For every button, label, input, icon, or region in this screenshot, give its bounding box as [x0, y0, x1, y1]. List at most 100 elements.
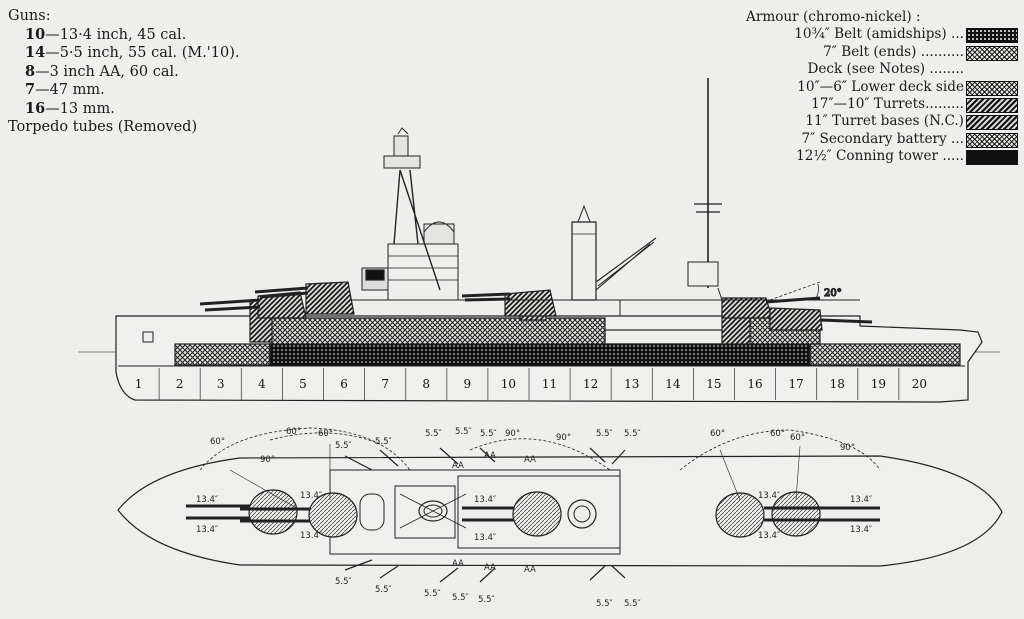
gun-count: 14 [25, 44, 46, 62]
side-profile: 20° [78, 78, 1000, 403]
elevation-label: 20° [824, 288, 842, 299]
gun-row: 16—13 mm. [8, 100, 240, 119]
plan-label: 5.5″ [425, 429, 442, 439]
section-number: 7 [381, 377, 389, 391]
section-number: 16 [747, 377, 762, 391]
armour-label: 10¾″ Belt (amidships) ... [794, 26, 964, 43]
plan-label: AA [452, 461, 464, 471]
guns-legend: Guns: 10—13·4 inch, 45 cal.14—5·5 inch, … [8, 8, 240, 136]
gun-row: 10—13·4 inch, 45 cal. [8, 26, 240, 45]
section-number: 12 [583, 377, 598, 391]
plan-label: 13.4″ [850, 495, 872, 505]
section-number: 18 [830, 377, 845, 391]
plan-label: 60° [790, 433, 805, 443]
plan-label: AA [484, 563, 496, 573]
section-number: 15 [706, 377, 721, 391]
section-number: 8 [422, 377, 430, 391]
armour-legend: Armour (chromo-nickel) : 10¾″ Belt (amid… [746, 9, 1020, 166]
armour-row: 17″—10″ Turrets......... [746, 96, 1020, 113]
turret-e [769, 307, 823, 331]
plan-label: 90° [556, 433, 571, 443]
plan-label: 5.5″ [424, 589, 441, 599]
armour-heading: Armour (chromo-nickel) : [746, 9, 921, 25]
gun-count: 8 [25, 62, 36, 80]
plan-label: 5.5″ [335, 441, 352, 451]
plan-label: 60° [286, 427, 301, 437]
plan-label: 5.5″ [596, 599, 613, 609]
section-number: 9 [464, 377, 472, 391]
plan-label: 13.4″ [850, 525, 872, 535]
gun-spec: —5·5 inch, 55 cal. (M.'10). [45, 45, 240, 62]
armour-label: 17″—10″ Turrets......... [811, 95, 964, 112]
section-number: 5 [299, 377, 307, 391]
armour-row: Deck (see Notes) ........ [746, 61, 1020, 78]
plan-label: 5.5″ [596, 429, 613, 439]
funnel [571, 221, 597, 301]
armour-label: Deck (see Notes) ........ [807, 61, 964, 78]
turret-d [721, 297, 773, 319]
gun-count: 16 [25, 99, 46, 117]
foremast [393, 169, 441, 291]
gun-spec: —13 mm. [45, 100, 115, 117]
torpedo-note: Torpedo tubes (Removed) [8, 118, 198, 135]
armour-label: 10″—6″ Lower deck side [797, 78, 964, 95]
plan-label: 60° [710, 429, 725, 439]
armour-swatch [966, 150, 1018, 166]
armour-swatch [966, 115, 1018, 131]
armour-swatch [966, 28, 1018, 44]
armour-row: 10¾″ Belt (amidships) ... [746, 26, 1020, 44]
plan-label: 5.5″ [478, 595, 495, 605]
barrel [199, 298, 261, 306]
gun-count: 7 [25, 81, 36, 99]
section-number: 6 [340, 377, 348, 391]
plan-turret-5 [771, 491, 821, 537]
plan-label: 13.4″ [758, 531, 780, 541]
gun-spec: —13·4 inch, 45 cal. [45, 26, 187, 43]
firing-arc [199, 427, 411, 471]
plan-label: 5.5″ [455, 427, 472, 437]
funnel-plan [567, 499, 597, 529]
plan-label: 13.4″ [196, 525, 218, 535]
turret-c [504, 289, 557, 317]
plan-view [117, 427, 1003, 583]
gun-row: 7—47 mm. [8, 81, 240, 100]
section-number: 13 [624, 377, 639, 391]
plan-label: 13.4″ [300, 531, 322, 541]
plan-turret-1 [248, 489, 298, 535]
plan-label: 13.4″ [300, 491, 322, 501]
plan-label: 5.5″ [335, 577, 352, 587]
armour-swatch [966, 80, 1018, 96]
plan-label: 60° [318, 429, 333, 439]
plan-label: 5.5″ [375, 437, 392, 447]
gun-row: 14—5·5 inch, 55 cal. (M.'10). [8, 44, 240, 63]
gun-spec: —47 mm. [35, 82, 105, 99]
armour-label: 7″ Secondary battery ... [801, 130, 964, 147]
armour-row: 12½″ Conning tower ..... [746, 148, 1020, 166]
armour-swatch [966, 97, 1018, 113]
gun-spec: —3 inch AA, 60 cal. [35, 63, 179, 80]
section-number: 19 [871, 377, 886, 391]
lower-deck-side [269, 317, 606, 345]
plan-label: 5.5″ [480, 429, 497, 439]
turret-b [305, 281, 355, 315]
plan-label: AA [524, 565, 536, 575]
section-number: 10 [501, 377, 516, 391]
section-number: 14 [665, 377, 681, 391]
plan-turret-2 [308, 492, 358, 538]
plan-label: AA [452, 559, 464, 569]
plan-label: 60° [770, 429, 785, 439]
armour-row: 7″ Secondary battery ... [746, 131, 1020, 148]
plan-turret-3 [512, 491, 562, 537]
section-number: 4 [258, 377, 266, 391]
armour-label: 11″ Turret bases (N.C.) [805, 113, 964, 130]
armour-swatch [966, 45, 1018, 61]
plan-label: 5.5″ [624, 429, 641, 439]
section-number: 20 [912, 377, 927, 391]
belt-fore [174, 343, 271, 366]
plan-label: 5.5″ [375, 585, 392, 595]
plan-label: 5.5″ [452, 593, 469, 603]
plan-label: 13.4″ [196, 495, 218, 505]
plan-label: 13.4″ [758, 491, 780, 501]
